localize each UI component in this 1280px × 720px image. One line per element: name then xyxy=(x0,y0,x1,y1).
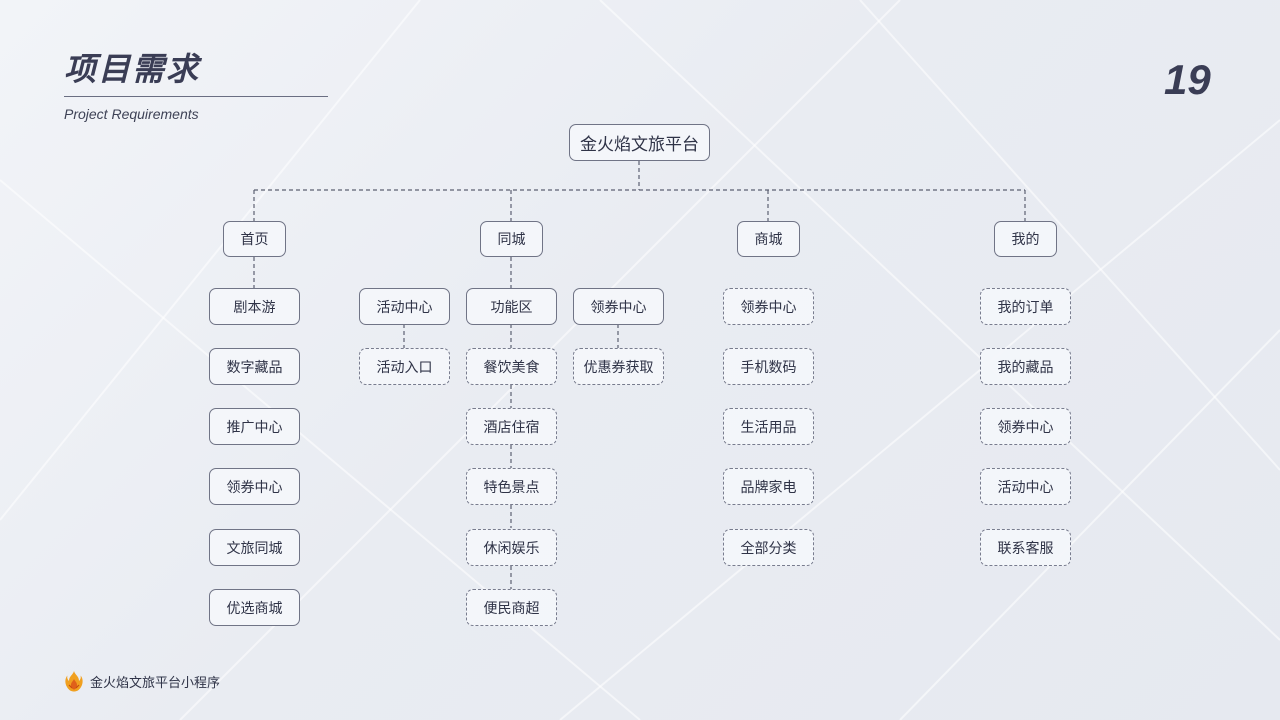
mall-item-label: 生活用品 xyxy=(740,419,797,436)
city-item-label: 优惠券获取 xyxy=(583,359,654,376)
city-item-label: 特色景点 xyxy=(483,479,540,496)
mine-item-label: 联系客服 xyxy=(997,540,1054,557)
city-function-item: 便民商超 xyxy=(466,589,557,626)
mall-item-label: 全部分类 xyxy=(740,540,797,557)
city-subhead-label: 领券中心 xyxy=(590,299,647,316)
city-subhead-functions: 功能区 xyxy=(466,288,557,325)
page-number: 19 xyxy=(1164,56,1211,103)
home-item: 优选商城 xyxy=(209,589,300,626)
city-item-label: 活动入口 xyxy=(376,359,433,376)
city-coupon-item: 优惠券获取 xyxy=(573,348,664,385)
mine-item-label: 领券中心 xyxy=(997,419,1054,436)
home-item: 文旅同城 xyxy=(209,529,300,566)
mall-item: 全部分类 xyxy=(723,529,814,566)
mall-item: 手机数码 xyxy=(723,348,814,385)
section-city: 同城 xyxy=(480,221,543,257)
home-item-label: 文旅同城 xyxy=(226,540,283,557)
root-node-label: 金火焰文旅平台 xyxy=(580,135,699,155)
city-item-label: 休闲娱乐 xyxy=(483,540,540,557)
mall-item-label: 领券中心 xyxy=(740,299,797,316)
root-node: 金火焰文旅平台 xyxy=(569,124,710,161)
mine-item: 我的订单 xyxy=(980,288,1071,325)
city-subhead-coupons: 领券中心 xyxy=(573,288,664,325)
mine-item: 活动中心 xyxy=(980,468,1071,505)
city-item-label: 便民商超 xyxy=(483,600,540,617)
city-function-item: 休闲娱乐 xyxy=(466,529,557,566)
mine-item: 领券中心 xyxy=(980,408,1071,445)
mall-item: 品牌家电 xyxy=(723,468,814,505)
section-mine: 我的 xyxy=(994,221,1057,257)
city-function-item: 酒店住宿 xyxy=(466,408,557,445)
footer-text: 金火焰文旅平台小程序 xyxy=(90,675,221,691)
section-mine-label: 我的 xyxy=(1011,232,1040,248)
city-function-item: 特色景点 xyxy=(466,468,557,505)
city-item-label: 酒店住宿 xyxy=(483,419,540,436)
footer: 金火焰文旅平台小程序 xyxy=(64,670,220,692)
home-item-label: 领券中心 xyxy=(226,479,283,496)
home-item: 领券中心 xyxy=(209,468,300,505)
section-mall: 商城 xyxy=(737,221,800,257)
section-home: 首页 xyxy=(223,221,286,257)
city-subhead-label: 活动中心 xyxy=(376,299,433,316)
page-subtitle: Project Requirements xyxy=(64,106,199,122)
home-item: 数字藏品 xyxy=(209,348,300,385)
mine-item: 我的藏品 xyxy=(980,348,1071,385)
title-divider xyxy=(64,96,328,97)
mine-item-label: 活动中心 xyxy=(997,479,1054,496)
home-item: 剧本游 xyxy=(209,288,300,325)
home-item-label: 优选商城 xyxy=(226,600,283,617)
section-city-label: 同城 xyxy=(497,232,526,248)
city-item-label: 餐饮美食 xyxy=(483,359,540,376)
flame-logo-icon xyxy=(65,671,83,692)
home-item-label: 剧本游 xyxy=(233,299,276,316)
mall-item: 领券中心 xyxy=(723,288,814,325)
mall-item: 生活用品 xyxy=(723,408,814,445)
home-item-label: 数字藏品 xyxy=(226,359,283,376)
city-function-item: 餐饮美食 xyxy=(466,348,557,385)
section-mall-label: 商城 xyxy=(754,232,783,248)
mall-item-label: 手机数码 xyxy=(740,359,797,376)
mine-item: 联系客服 xyxy=(980,529,1071,566)
city-activity-item: 活动入口 xyxy=(359,348,450,385)
city-subhead-activity: 活动中心 xyxy=(359,288,450,325)
mine-item-label: 我的藏品 xyxy=(997,359,1054,376)
page-title: 项目需求 xyxy=(64,50,201,88)
mine-item-label: 我的订单 xyxy=(997,299,1054,316)
mall-item-label: 品牌家电 xyxy=(740,479,797,496)
home-item: 推广中心 xyxy=(209,408,300,445)
home-item-label: 推广中心 xyxy=(226,419,283,436)
city-subhead-label: 功能区 xyxy=(490,299,533,316)
section-home-label: 首页 xyxy=(240,232,269,248)
